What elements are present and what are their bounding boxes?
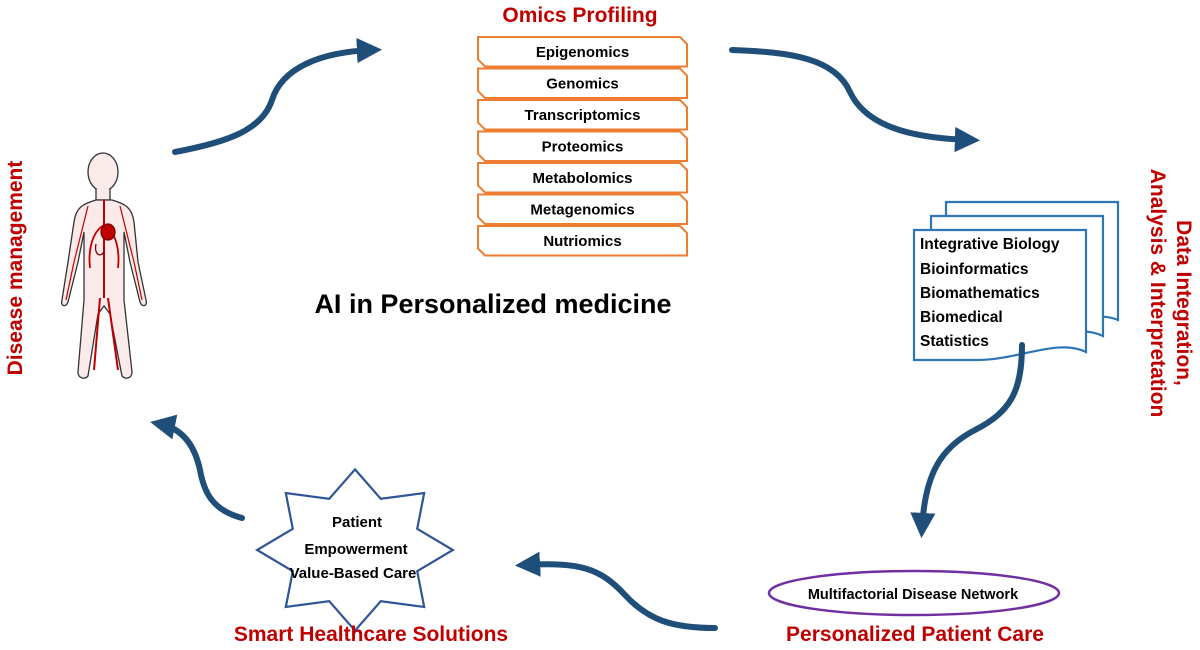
human-anatomy-icon: [60, 152, 148, 379]
omics-box: [477, 67, 688, 99]
personalized-patient-care-title: Personalized Patient Care: [786, 623, 1044, 646]
center-title: AI in Personalized medicine: [314, 289, 671, 319]
star-line: Value-Based Care: [290, 565, 417, 582]
disease-management-title: Disease management: [4, 161, 27, 376]
omics-box: [477, 225, 688, 257]
omics-profiling-title: Omics Profiling: [502, 4, 657, 27]
data-integration-title-line1: Data Integration,: [1172, 220, 1195, 386]
data-integration-item: Biomedical: [920, 309, 1003, 326]
omics-item-label: Metagenomics: [530, 201, 634, 218]
arrow-to-patient-care: [910, 342, 1025, 539]
smart-healthcare-title: Smart Healthcare Solutions: [234, 623, 508, 646]
omics-box: [477, 99, 688, 131]
data-integration-item: Bioinformatics: [920, 261, 1029, 278]
omics-box: [477, 130, 688, 162]
data-integration-item: Integrative Biology: [920, 236, 1060, 253]
arrow-to-disease-management: [150, 414, 245, 521]
star-line: Patient: [332, 514, 382, 531]
oval-label: Multifactorial Disease Network: [808, 587, 1019, 603]
omics-box: [477, 162, 688, 194]
omics-item-label: Genomics: [546, 75, 619, 92]
arrow-to-data-integration: [729, 47, 981, 153]
star-line: Empowerment: [304, 541, 407, 558]
omics-box: [477, 36, 688, 68]
omics-box: [477, 193, 688, 225]
data-integration-item: Biomathematics: [920, 285, 1040, 302]
data-integration-item: Statistics: [920, 333, 989, 350]
smart-healthcare-star: [254, 467, 456, 633]
data-integration-documents: Integrative Biology Bioinformatics Bioma…: [912, 200, 1120, 362]
omics-item-label: Metabolomics: [532, 170, 632, 187]
document-front: [912, 228, 1088, 362]
omics-item-label: Epigenomics: [536, 44, 629, 61]
omics-item-label: Transcriptomics: [525, 107, 641, 124]
omics-item-label: Proteomics: [542, 138, 624, 155]
omics-item-label: Nutriomics: [543, 233, 621, 250]
multifactorial-network-oval: [767, 569, 1061, 617]
omics-stack: EpigenomicsGenomicsTranscriptomicsProteo…: [477, 36, 688, 257]
data-integration-title-line2: Analysis & Interpretation: [1146, 169, 1169, 418]
arrow-to-smart-healthcare: [514, 551, 718, 631]
arrow-to-omics: [172, 37, 383, 155]
